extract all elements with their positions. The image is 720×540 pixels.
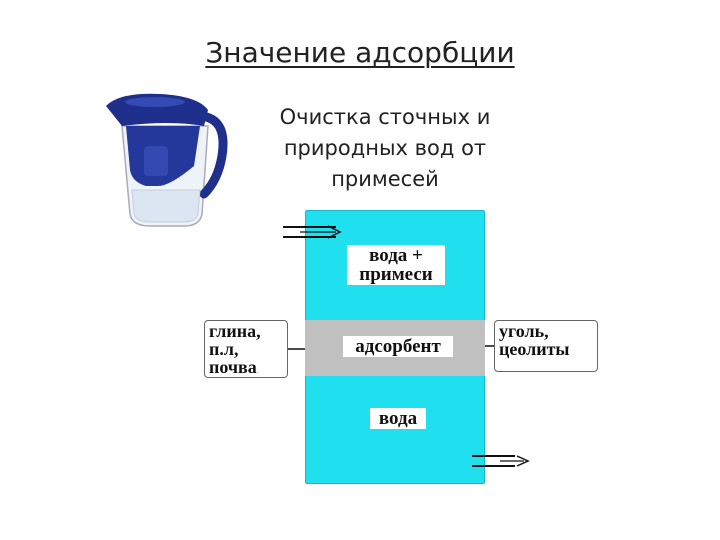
water-label: вода	[370, 408, 426, 429]
page-title: Значение адсорбции	[205, 36, 515, 69]
water-filter-jug-icon	[106, 93, 228, 227]
page-subtitle: Очистка сточных и природных вод от приме…	[279, 105, 491, 191]
left-adsorbent-box: глина, п.л, почва	[204, 320, 288, 378]
adsorbent-label: адсорбент	[343, 336, 453, 357]
right-adsorbent-box: уголь, цеолиты	[494, 320, 598, 372]
water-impurities-label: вода + примеси	[347, 245, 445, 285]
outlet-arrow-icon	[472, 455, 530, 467]
inlet-arrow-icon	[283, 225, 342, 239]
